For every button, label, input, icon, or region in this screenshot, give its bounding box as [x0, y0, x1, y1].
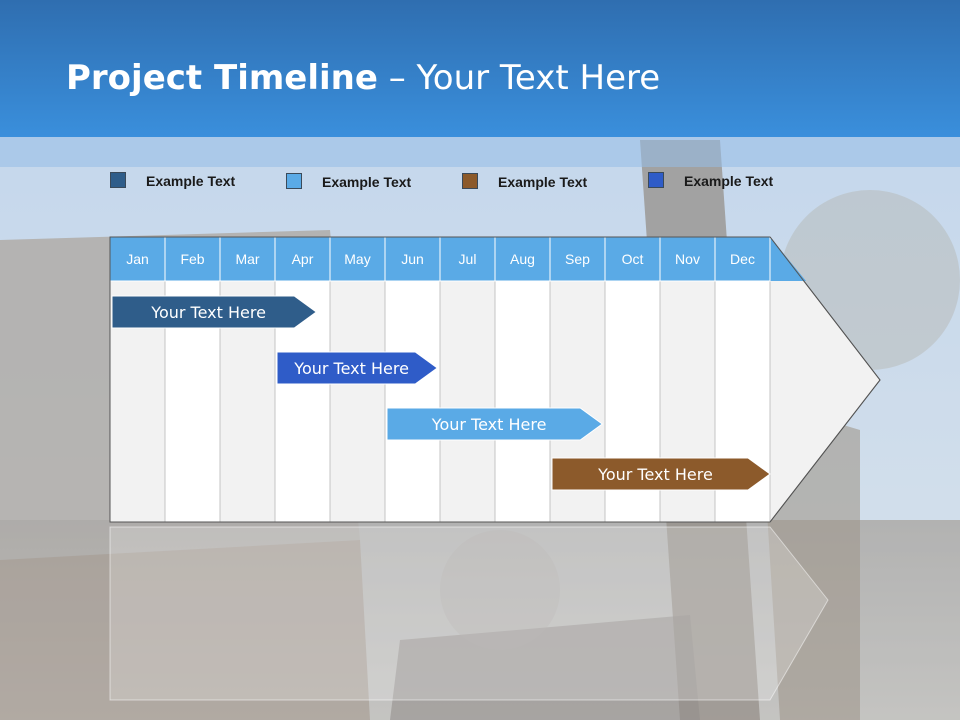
month-label: Apr [292, 251, 314, 267]
month-label: Sep [565, 251, 590, 267]
month-label: Feb [180, 251, 204, 267]
task-arrow [276, 351, 439, 385]
month-label: May [344, 251, 370, 267]
month-label: Nov [675, 251, 700, 267]
legend-band [0, 137, 960, 167]
month-column [329, 280, 386, 523]
month-column [494, 280, 551, 523]
timeline-reflection [109, 526, 829, 701]
slide-title: Project Timeline – Your Text Here [66, 58, 660, 98]
month-column [439, 280, 496, 523]
month-label: Dec [730, 251, 755, 267]
month-label: Aug [510, 251, 535, 267]
timeline-outline [109, 236, 881, 523]
month-column [384, 280, 441, 523]
task-arrow [386, 407, 604, 441]
task-label: Your Text Here [150, 303, 266, 322]
legend-label-4: Example Text [684, 173, 774, 189]
legend-swatch-2 [286, 173, 302, 189]
month-label: Jul [459, 251, 477, 267]
legend-label-1: Example Text [146, 173, 236, 189]
title-bar [0, 0, 960, 137]
task-arrow [551, 457, 771, 491]
month-label: Jun [401, 251, 424, 267]
task-arrow [111, 295, 318, 329]
task-label: Your Text Here [431, 415, 547, 434]
legend-swatch-1 [110, 172, 126, 188]
slide-title-bold: Project Timeline [66, 58, 378, 98]
legend-swatch-3 [462, 173, 478, 189]
month-label: Mar [235, 251, 259, 267]
month-label: Oct [622, 251, 644, 267]
legend-label-3: Example Text [498, 174, 588, 190]
task-label: Your Text Here [597, 465, 713, 484]
slide-title-rest: – Your Text Here [377, 58, 661, 98]
month-label: Jan [126, 251, 149, 267]
legend-swatch-4 [648, 172, 664, 188]
legend-label-2: Example Text [322, 174, 412, 190]
task-label: Your Text Here [293, 359, 409, 378]
